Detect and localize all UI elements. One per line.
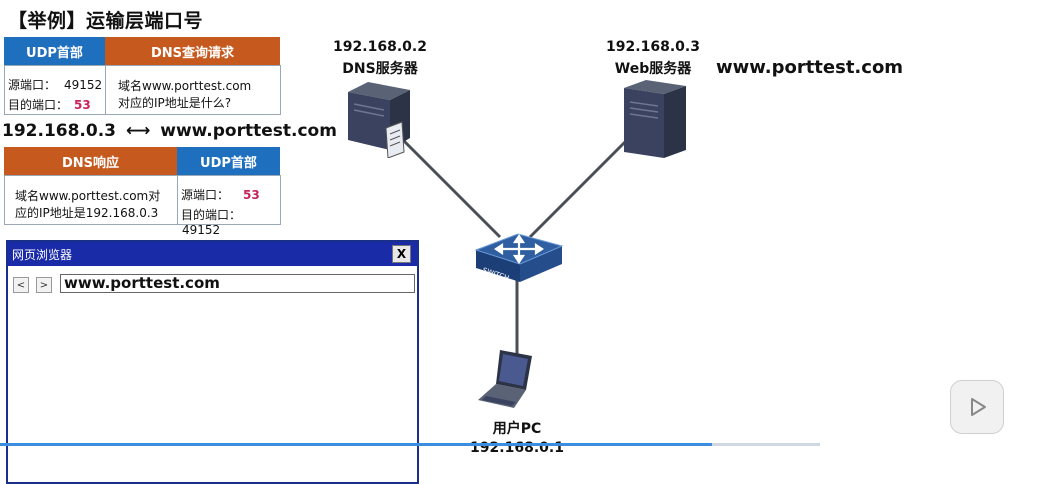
play-icon — [971, 398, 986, 416]
web-server-name: Web服务器 — [614, 61, 692, 77]
mapping-domain: www.porttest.com — [160, 121, 337, 141]
ip-domain-mapping: 192.168.0.3 ⟷ www.porttest.com — [2, 121, 337, 141]
src-port-label: 源端口： — [8, 78, 57, 92]
web-server-ip: 192.168.0.3 — [606, 39, 700, 55]
dns-server-name: DNS服务器 — [342, 61, 418, 77]
src-port-value: 53 — [243, 188, 260, 202]
dns-answer-line2: 应的IP地址是192.168.0.3 — [15, 206, 159, 220]
web-server-icon — [624, 80, 686, 158]
dns-query-line2: 对应的IP地址是什么? — [118, 96, 232, 110]
web-server-domain: www.porttest.com — [716, 57, 904, 78]
link-dns-switch — [398, 135, 502, 239]
switch-icon: SWITCH — [474, 233, 564, 282]
slide-title: 【举例】运输层端口号 — [8, 10, 204, 32]
video-progress-fill — [0, 443, 712, 446]
dns-answer-line1: 域名www.porttest.com对 — [15, 189, 161, 203]
dns-server-ip: 192.168.0.2 — [333, 39, 427, 55]
browser-titlebar: 网页浏览器 — [8, 242, 417, 266]
browser-close-button[interactable]: X — [392, 245, 411, 263]
udp-header-response: UDP首部 — [177, 147, 280, 175]
network-links — [398, 135, 632, 354]
back-button[interactable]: < — [13, 277, 29, 293]
dst-port-value: 53 — [74, 98, 91, 112]
dns-query-body: 域名www.porttest.com 对应的IP地址是什么? — [105, 65, 281, 115]
forward-button[interactable]: > — [36, 277, 52, 293]
udp-request-ports: 源端口： 49152 目的端口： 53 — [4, 65, 106, 115]
dst-port-label: 目的端口： — [181, 208, 242, 222]
mapping-arrow: ⟷ — [125, 121, 151, 141]
url-input[interactable]: www.porttest.com — [60, 274, 415, 293]
udp-header-request: UDP首部 — [4, 37, 105, 65]
dns-response-header: DNS响应 — [4, 147, 177, 175]
dns-query-header: DNS查询请求 — [105, 37, 280, 65]
laptop-icon — [478, 350, 532, 408]
play-button[interactable] — [950, 380, 1004, 434]
link-web-switch — [528, 135, 632, 239]
dst-port-label: 目的端口： — [8, 98, 69, 112]
udp-response-ports: 源端口： 53 目的端口：49152 — [177, 175, 281, 237]
dns-query-line1: 域名www.porttest.com — [118, 79, 252, 93]
src-port-value: 49152 — [64, 78, 103, 92]
mapping-ip: 192.168.0.3 — [2, 121, 117, 141]
dst-port-value: 49152 — [182, 223, 221, 237]
dns-server-icon — [348, 82, 410, 158]
pc-name: 用户PC — [492, 421, 542, 437]
src-port-label: 源端口： — [181, 188, 230, 202]
browser-window: 网页浏览器 X < > www.porttest.com — [6, 240, 419, 484]
dns-response-body: 域名www.porttest.com对 应的IP地址是192.168.0.3 — [4, 175, 178, 225]
browser-title: 网页浏览器 — [12, 247, 73, 262]
